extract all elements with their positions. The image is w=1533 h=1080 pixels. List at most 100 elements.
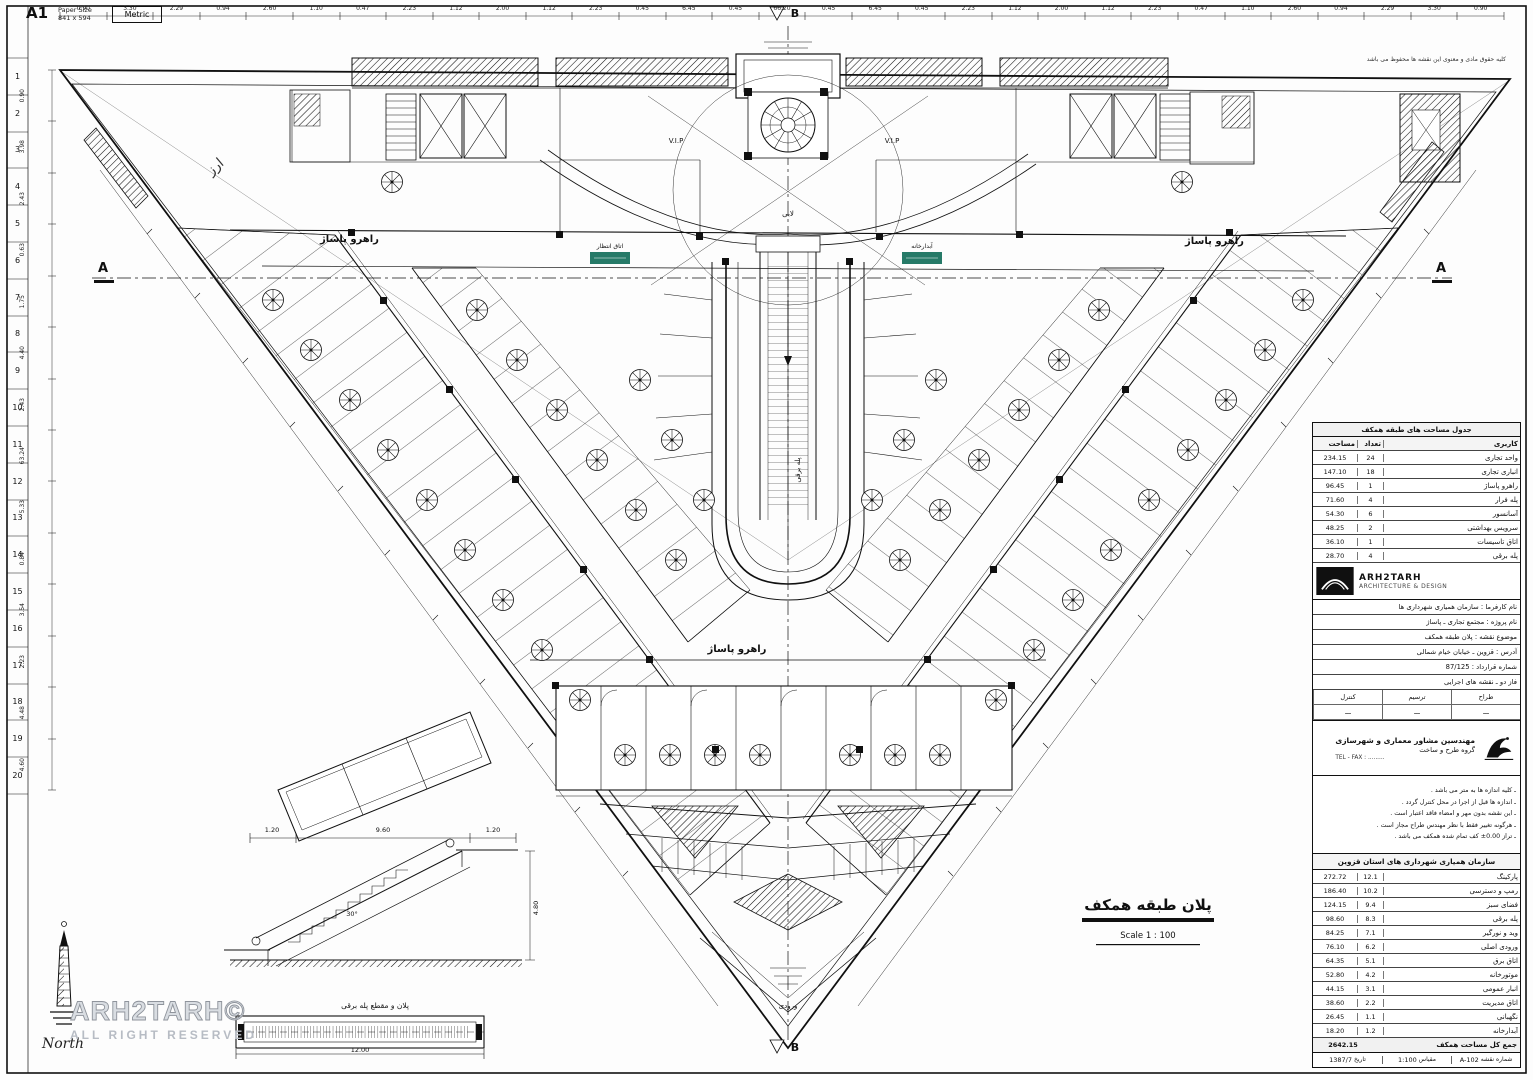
dimension-value: 6.45: [682, 5, 696, 12]
dimension-value: 0.45: [728, 5, 743, 12]
frame-row-number: 13: [12, 513, 23, 523]
dimension-value: 2.29: [169, 5, 184, 12]
units-box: Metric: [112, 6, 162, 23]
sheet-frame: [6, 5, 1527, 1074]
consultant-band: مهندسین مشاور معماری و شهرسازی گروه طرح …: [1313, 721, 1520, 776]
dimension-value: 0.84: [18, 551, 26, 566]
dimension-value: 3.98: [18, 140, 26, 154]
frame-row-number: 14: [12, 550, 23, 560]
section-marker-a-right: A: [1436, 261, 1446, 276]
schedule-header: کاربری تعداد مساحت: [1313, 437, 1520, 451]
dimension-value: 2.60: [262, 5, 277, 12]
dimension-value: 2.23: [588, 5, 603, 12]
waiting-room-label: اتاق انتظار: [596, 243, 624, 250]
escalator-detail: [224, 833, 535, 1059]
frame-row-number: 19: [12, 734, 23, 744]
total-row: جمع کل مساحت همکف 2642.15: [1313, 1038, 1520, 1053]
dimension-value: 1.12: [1101, 5, 1115, 12]
project-info-line: شماره قرارداد : 87/125: [1313, 660, 1520, 675]
sign-value-designer: ـــ: [1451, 705, 1520, 720]
dimension-value: 2.23: [1147, 5, 1162, 12]
watermark-brand: ARH2TARH©: [70, 996, 246, 1027]
schedule-header-label: کاربری: [1383, 439, 1520, 448]
project-info-line: نام کارفرما : سازمان همیاری شهرداری ها: [1313, 600, 1520, 615]
column-pads: [348, 88, 1233, 753]
dimension-value: 4.48: [18, 706, 26, 720]
top-band: [83, 41, 1461, 306]
dimension-value: 2.60: [1287, 5, 1302, 12]
frame-row-number: 3: [14, 145, 21, 155]
frame-row-number: 18: [12, 697, 23, 707]
dimension-value: 0.94: [1334, 5, 1348, 12]
frame-row-number: 16: [12, 623, 23, 633]
dimension-value: 2.00: [1054, 5, 1069, 12]
escalator-label: پله برقی: [794, 457, 802, 482]
dimension-value: 0.94: [216, 5, 230, 12]
dimension-value: 0.90: [18, 89, 26, 103]
total-value: 2642.15: [1328, 1041, 1358, 1049]
title-block-title: جدول مساحت های طبقه همکف: [1313, 423, 1520, 437]
detail-angle: 30°: [346, 910, 358, 918]
dimension-value: 2.43: [18, 191, 26, 206]
dimension-value: 63.24: [18, 447, 26, 465]
vip-label-left: V.I.P: [669, 137, 684, 145]
lobby-label: لابی: [782, 210, 794, 218]
corridor-label-right: راهرو پاساژ: [1184, 236, 1244, 247]
consultant-logo-icon: [1484, 737, 1514, 760]
dimension-value: 2.23: [961, 5, 975, 12]
frame-row-number: 4: [14, 182, 21, 192]
frame-row-number: 2: [14, 108, 21, 118]
frame-row-number: 20: [12, 771, 23, 781]
frame-row-number: 1: [14, 71, 21, 81]
pantry-label: آبدارخانه: [911, 241, 933, 250]
section-marker-b-bottom: B: [791, 1041, 799, 1054]
dimension-value: 5.33: [18, 500, 26, 514]
dimension-value: 1.10: [309, 5, 323, 12]
plan-title: پلان طبقه همکف: [1084, 896, 1211, 915]
section-marker-a-left: A: [98, 261, 108, 276]
project-info-line: نام پروژه : مجتمع تجاری ـ پاساژ: [1313, 615, 1520, 630]
dimension-value: 0.90: [1474, 5, 1488, 12]
detail-dim-5: 12.00: [351, 1046, 370, 1054]
schedule-header-count: تعداد: [1357, 439, 1383, 448]
total-label: جمع کل مساحت همکف: [1436, 1041, 1517, 1049]
brand-name: ARH2TARH: [1359, 572, 1422, 583]
note-line: ـ کلیه اندازه ها به متر می باشد .: [1430, 787, 1516, 795]
project-info-line: آدرس : قزوین ـ خیابان خیام شمالی: [1313, 645, 1520, 660]
dimension-value: 3.30: [1427, 5, 1441, 12]
note-line: ـ این نقشه بدون مهر و امضاء فاقد اعتبار …: [1390, 810, 1516, 818]
frame-row-number: 15: [12, 587, 23, 597]
consultant-group: گروه طرح و ساخت: [1419, 745, 1475, 754]
note-line: ـ اندازه ها قبل از اجرا در محل کنترل گرد…: [1401, 798, 1516, 806]
dimension-value: 0.90: [76, 5, 90, 12]
frame-row-number: 12: [12, 476, 23, 486]
sheet-format-label: A1: [26, 4, 49, 22]
note-line: ـ هرگونه تغییر فقط با نظر مهندس طراح مجا…: [1376, 821, 1516, 829]
dimension-value: 3.54: [18, 603, 26, 617]
dimension-value: 2.00: [495, 5, 510, 12]
dimension-value: 4.40: [18, 346, 26, 360]
dimension-value: 1.10: [1241, 5, 1255, 12]
detail-dim-1: 1.20: [265, 826, 279, 834]
dimension-value: 0.45: [635, 5, 649, 12]
brand-subtitle: ARCHITECTURE & DESIGN: [1359, 582, 1448, 590]
consultant-contact: TEL - FAX : .........: [1335, 754, 1385, 761]
arh2tarh-logo: [1316, 567, 1354, 595]
